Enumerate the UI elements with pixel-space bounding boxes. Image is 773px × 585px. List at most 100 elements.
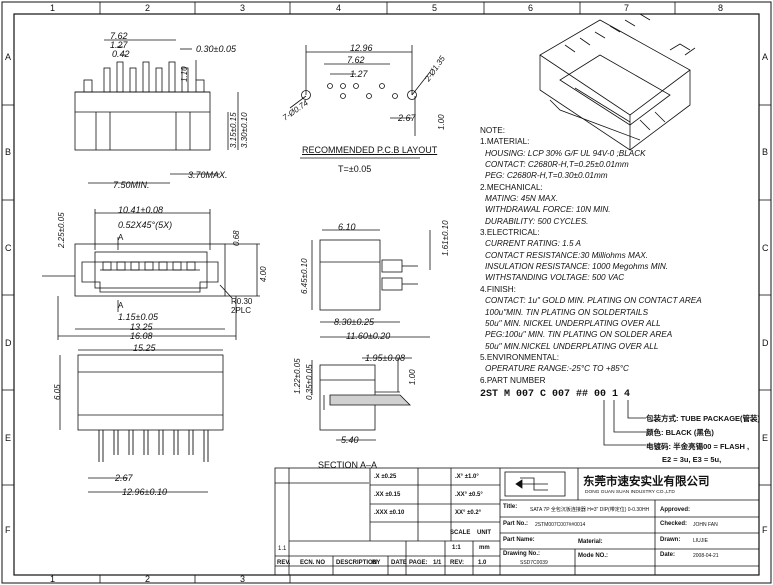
material-label: Material:	[578, 539, 603, 545]
dimension-label: 2.25±0.05	[57, 212, 66, 248]
dimension-label: 12.96±0.10	[122, 487, 167, 497]
col-label: 4	[336, 3, 342, 13]
pcb-layout-caption: RECOMMENDED P.C.B LAYOUT	[302, 145, 438, 155]
unit-value: mm	[479, 545, 490, 551]
col-label: 3	[240, 574, 246, 584]
rev-header: BY	[372, 560, 381, 566]
note-line: NOTE:	[480, 126, 506, 135]
part-no-label: Part No.:	[503, 521, 529, 527]
row-label: C	[762, 243, 769, 253]
note-line: HOUSING: LCP 30% G/F UL 94V-0 ;BLACK	[485, 148, 646, 158]
section-view-drawing	[311, 357, 412, 441]
drawn-value: LIUJIE	[693, 538, 709, 544]
date-value: 2008-04-21	[693, 553, 719, 559]
drawing-no-label: Drawing No.:	[503, 551, 540, 557]
note-line: WITHDRAWAL FORCE: 10N MIN.	[485, 205, 611, 215]
dimension-label: 0.42	[112, 49, 130, 59]
title-block-drawing	[274, 467, 760, 576]
part-name-label: Part Name:	[503, 537, 535, 543]
note-line: CONTACT: C2680R-H,T=0.25±0.01mm	[485, 160, 629, 170]
rev-header: DESCRIPTION	[336, 560, 378, 566]
pcb-tolerance: T=±0.05	[338, 164, 372, 174]
dimension-label: 2PLC	[231, 306, 252, 315]
dimension-label: 7.50MIN.	[113, 180, 150, 190]
row-label: A	[762, 52, 769, 62]
dimension-label: 13.25	[130, 322, 153, 332]
dimension-label: 1.15±0.05	[118, 312, 158, 322]
note-line: 100u"MIN. TIN PLATING ON SOLDERTAILS	[485, 307, 649, 317]
notes-block: NOTE: 1.MATERIAL: HOUSING: LCP 30% G/F U…	[480, 125, 702, 386]
checked-label: Checked:	[660, 521, 688, 527]
rev-label: REV:	[450, 560, 465, 566]
dimension-label: 3.70MAX.	[188, 170, 228, 180]
dimension-label: 2.67	[398, 113, 416, 123]
col-label: 2	[145, 574, 151, 584]
note-line: 3.ELECTRICAL:	[480, 228, 540, 238]
section-marker: A	[118, 301, 124, 310]
tolerance-cell: .XX° ±0.5°	[455, 492, 483, 498]
dimension-label: 6.05	[53, 384, 62, 400]
col-label: 6	[528, 3, 534, 13]
company-name: 东莞市速安实业有限公司	[583, 476, 710, 488]
col-label: 5	[432, 3, 438, 13]
row-label: D	[762, 338, 769, 348]
dimension-label: 1.27	[110, 40, 128, 50]
row-label: F	[762, 525, 768, 535]
company-name-en: DONG GUAN SUAN INDUSTRY CO.,LTD	[585, 490, 675, 495]
dimension-label: 6.45±0.10	[300, 258, 309, 294]
drawing-no-value: SSD7C0039	[520, 560, 548, 566]
dimension-label: 3.15±0.15	[229, 112, 238, 148]
part-number-legend: 电镀码: 半金亮锡00 = FLASH ,	[646, 442, 750, 451]
dimension-label: 16.08	[130, 331, 153, 341]
row-label: A	[5, 52, 12, 62]
title-value: SATA 7P 全包沉板连接器 H=3" DIP(带定位) 0-0.30HH	[530, 507, 650, 513]
note-line: CONTACT: 1u" GOLD MIN. PLATING ON CONTAC…	[485, 296, 702, 306]
part-number: 2ST M 007 C 007 ## 00 1 4	[480, 389, 631, 400]
dimension-label: 7.62	[347, 55, 365, 65]
note-line: WITHSTANDING VOLTAGE: 500 VAC	[485, 273, 625, 283]
dimension-label: 1.00	[437, 114, 446, 130]
col-label: 2	[145, 3, 151, 13]
note-line: 5.ENVIRONMENTAL:	[480, 352, 560, 362]
note-line: CONTACT RESISTANCE:30 Milliohms MAX.	[485, 250, 649, 260]
page-label: PAGE:	[409, 560, 428, 566]
row-label: F	[5, 525, 11, 535]
dimension-label: 4.00	[259, 266, 268, 282]
dimension-label: 1.22±0.05	[293, 358, 302, 394]
part-number-legend: 包装方式: TUBE PACKAGE(管装)	[646, 414, 761, 423]
dimension-label: 1.00	[408, 369, 417, 385]
dimension-label: 0.68	[232, 230, 241, 246]
rev-header: ECN. NO	[300, 560, 326, 566]
dimension-label: 8.30±0.25	[334, 317, 374, 327]
dimension-label: 12.96	[350, 43, 373, 53]
dimension-label: 1.27	[350, 69, 368, 79]
note-line: PEG: C2680R-H,T=0.30±0.01mm	[485, 171, 608, 181]
note-line: 1.MATERIAL:	[480, 137, 530, 147]
tolerance-cell: XX° ±0.2°	[455, 510, 482, 516]
dimension-label: 7.62	[110, 31, 128, 41]
dimension-label: 3.30±0.10	[240, 112, 249, 148]
dimension-label: 6.10	[338, 222, 356, 232]
front-view-drawing	[42, 209, 260, 340]
dimension-label: R0.30	[231, 297, 253, 306]
dimension-label: 15.25	[133, 343, 156, 353]
tolerance-cell: .X° ±1.0°	[455, 474, 479, 480]
dimension-label: 0.35±0.05	[305, 364, 314, 400]
side-view-drawing	[311, 229, 431, 338]
note-line: DURABILITY: 500 CYCLES.	[485, 216, 589, 226]
bottom-view-drawing	[59, 349, 224, 493]
col-label: 8	[718, 3, 724, 13]
col-label: 1	[50, 3, 56, 13]
dimension-label: 5.40	[341, 435, 359, 445]
part-number-legend: E2 = 3u, E3 = 5u,	[662, 455, 722, 464]
row-label: B	[5, 147, 12, 157]
note-line: INSULATION RESISTANCE: 1000 Megohms MIN.	[485, 262, 669, 272]
note-line: CURRENT RATING: 1.5 A	[485, 239, 581, 249]
pcb-layout-drawing	[289, 45, 431, 159]
part-number-legend: 颜色: BLACK (黑色)	[646, 428, 714, 437]
dimension-label: 10.41±0.08	[118, 205, 163, 215]
row-label: D	[5, 338, 12, 348]
row-label: B	[762, 147, 769, 157]
section-caption: SECTION A–A	[318, 460, 378, 470]
